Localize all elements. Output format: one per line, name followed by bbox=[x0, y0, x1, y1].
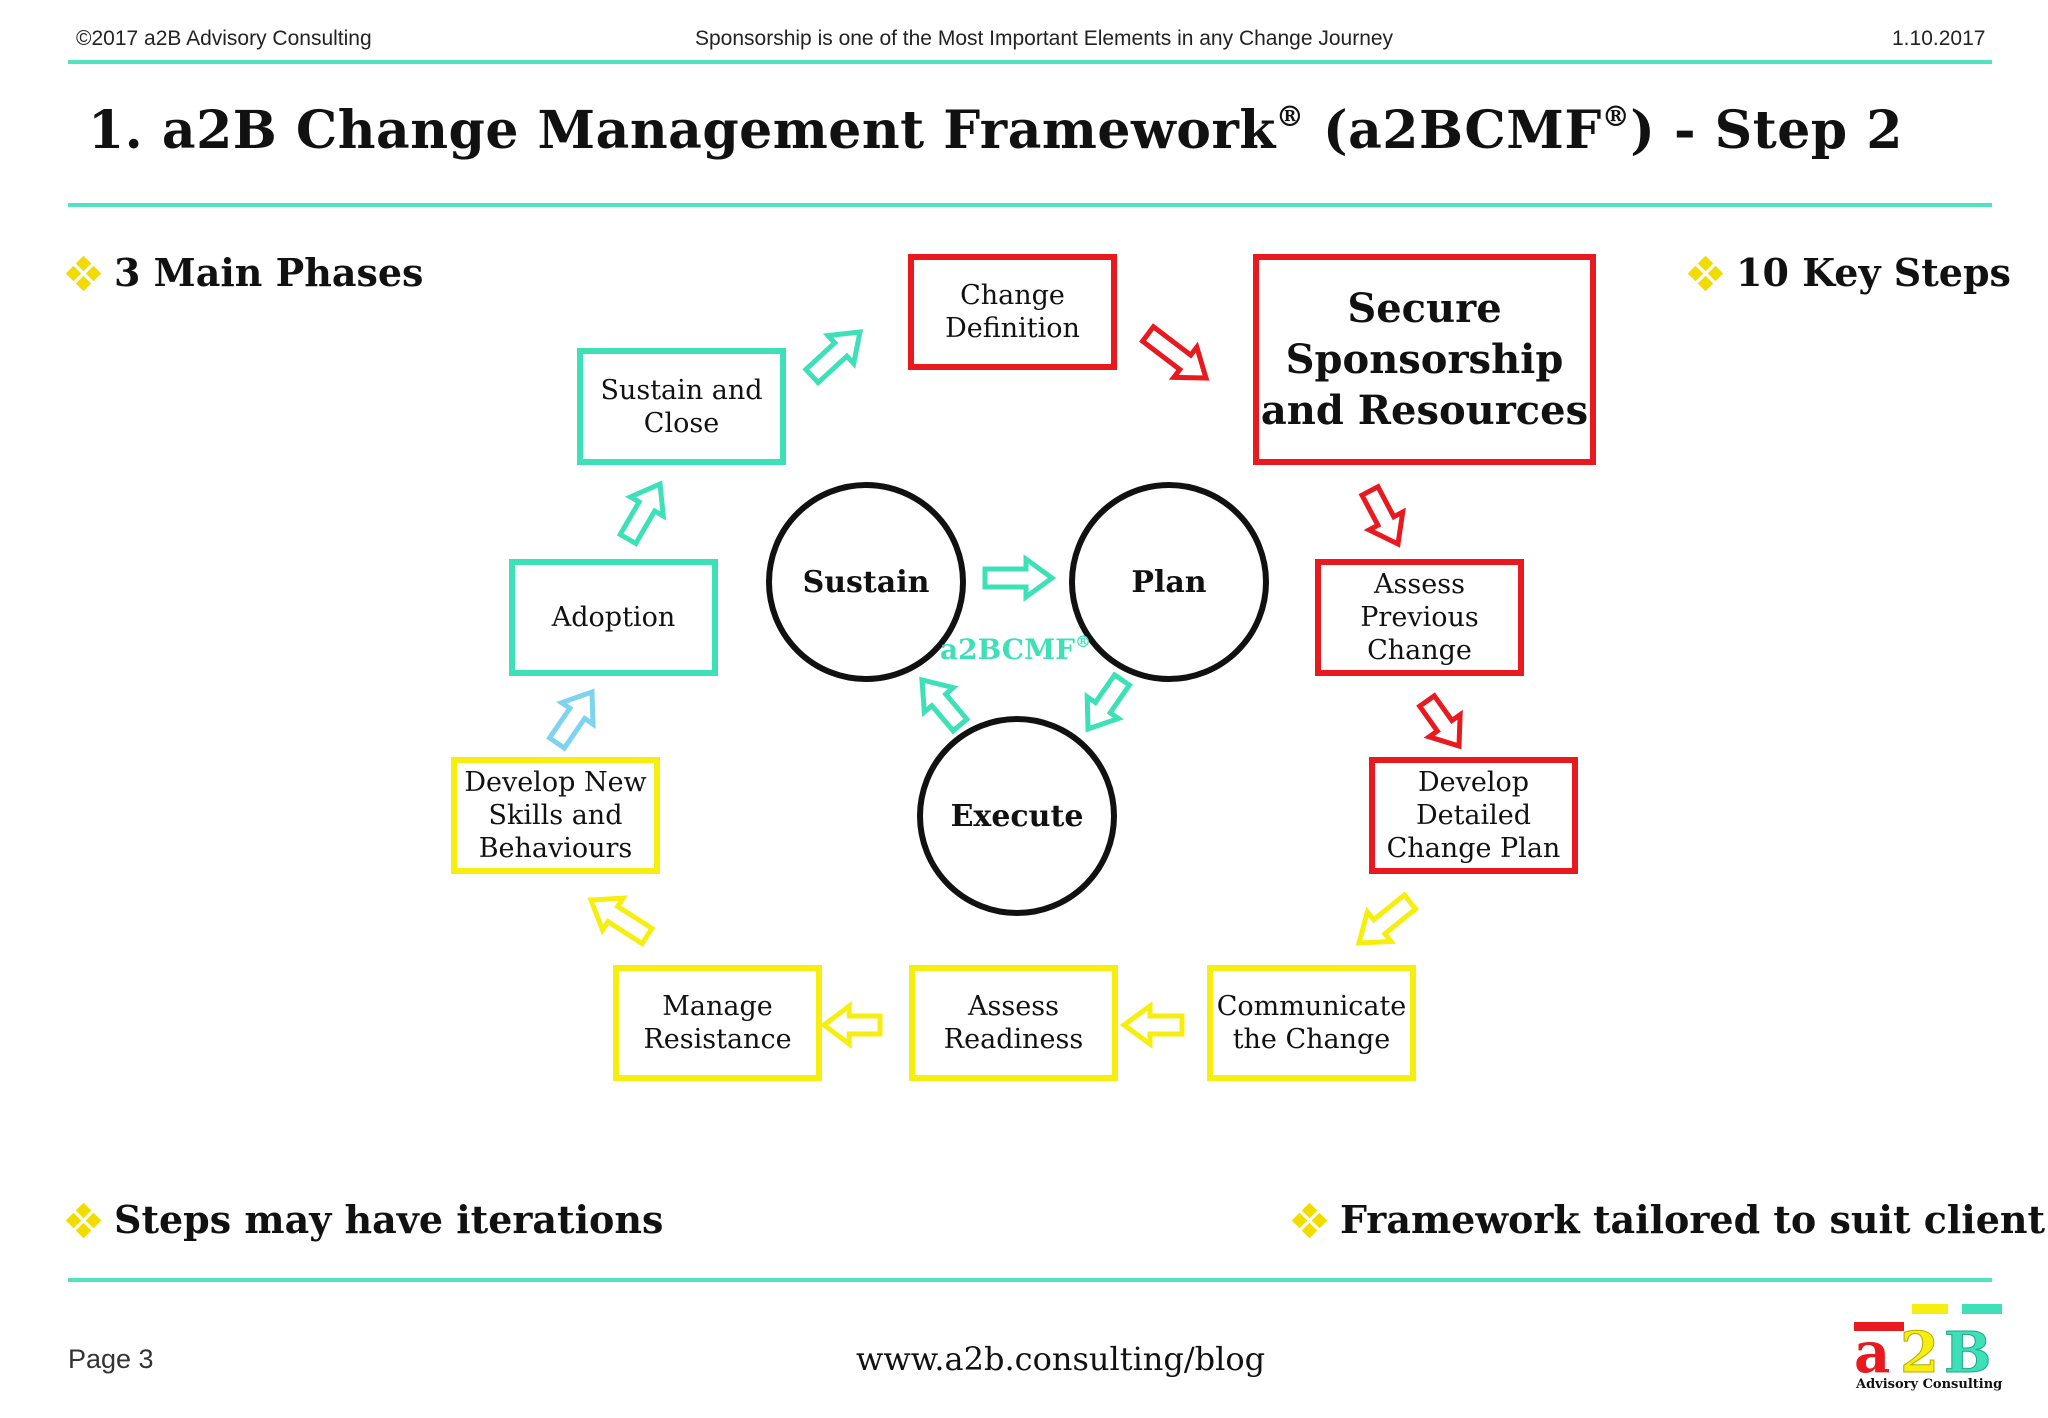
a2b-logo-icon: a 2 B Advisory Consulting bbox=[1854, 1304, 2002, 1392]
company-logo: a 2 B Advisory Consulting bbox=[1852, 1300, 2012, 1392]
title-main: 1. a2B Change Management Framework bbox=[88, 100, 1276, 161]
logo-subtitle: Advisory Consulting bbox=[1855, 1377, 2002, 1392]
svg-text:a: a bbox=[1854, 1320, 1890, 1386]
bullet-main-phases-text: 3 Main Phases bbox=[114, 250, 424, 295]
footer-divider bbox=[68, 1278, 1992, 1282]
svg-text:B: B bbox=[1944, 1320, 1991, 1386]
bullet-iterations: Steps may have iterations bbox=[65, 1197, 664, 1242]
title-acronym: (a2BCMF bbox=[1304, 100, 1602, 161]
title-step: ) - Step 2 bbox=[1630, 100, 1903, 161]
arrow-plan-to-execute bbox=[1084, 671, 1133, 733]
arrow-sustain-to-plan bbox=[982, 554, 1057, 602]
page-title: 1. a2B Change Management Framework® (a2B… bbox=[88, 100, 1903, 161]
step-adoption: Adoption bbox=[509, 559, 718, 676]
step-assess-readiness: Assess Readiness bbox=[909, 965, 1118, 1081]
arrow-adoption-to-close bbox=[616, 480, 667, 547]
arrow-definition-to-sponsorship bbox=[1139, 323, 1210, 381]
arrow-readiness-to-resistance bbox=[819, 1000, 883, 1050]
header-copyright: ©2017 a2B Advisory Consulting bbox=[76, 27, 372, 50]
step-manage-resistance: Manage Resistance bbox=[613, 965, 822, 1081]
footer-url: www.a2b.consulting/blog bbox=[856, 1340, 1266, 1378]
phase-execute: Execute bbox=[917, 716, 1117, 916]
framework-label: a2BCMF® bbox=[940, 632, 1091, 666]
arrow-develop-to-communicate bbox=[1355, 891, 1420, 946]
step-develop-detailed-plan: Develop Detailed Change Plan bbox=[1369, 757, 1578, 874]
framework-label-registered-mark: ® bbox=[1074, 632, 1091, 651]
header-date: 1.10.2017 bbox=[1892, 27, 1986, 50]
phase-sustain: Sustain bbox=[766, 482, 966, 682]
arrow-assess-to-develop bbox=[1416, 692, 1463, 750]
arrow-resistance-to-skills bbox=[587, 895, 656, 948]
bullet-iterations-text: Steps may have iterations bbox=[114, 1197, 664, 1242]
phase-plan: Plan bbox=[1069, 482, 1269, 682]
page-number: Page 3 bbox=[68, 1344, 154, 1374]
step-communicate-the-change: Communicate the Change bbox=[1207, 965, 1416, 1081]
header-divider bbox=[68, 60, 1992, 64]
bullet-main-phases: 3 Main Phases bbox=[65, 250, 424, 295]
step-develop-new-skills: Develop New Skills and Behaviours bbox=[451, 757, 660, 874]
arrow-skills-to-adoption bbox=[546, 688, 596, 752]
bullet-tailored-text: Framework tailored to suit client bbox=[1340, 1197, 2046, 1242]
svg-text:2: 2 bbox=[1900, 1320, 1939, 1386]
header-tagline: Sponsorship is one of the Most Important… bbox=[695, 27, 1394, 50]
title-registered-mark: ® bbox=[1275, 100, 1305, 133]
bullet-tailored: Framework tailored to suit client bbox=[1291, 1197, 2046, 1242]
bullet-key-steps: 10 Key Steps bbox=[1687, 250, 2011, 295]
step-assess-previous-change: Assess Previous Change bbox=[1315, 559, 1524, 676]
arrow-sustain-to-definition bbox=[802, 329, 864, 387]
step-sustain-and-close: Sustain and Close bbox=[577, 348, 786, 465]
title-divider bbox=[68, 203, 1992, 207]
step-secure-sponsorship: Secure Sponsorship and Resources bbox=[1253, 254, 1596, 465]
arrow-communicate-to-readiness bbox=[1119, 1001, 1185, 1049]
step-change-definition: Change Definition bbox=[908, 254, 1117, 370]
bullet-key-steps-text: 10 Key Steps bbox=[1736, 250, 2011, 295]
arrow-execute-to-sustain bbox=[919, 676, 971, 735]
arrow-sponsorship-to-assess bbox=[1358, 483, 1406, 548]
framework-label-text: a2BCMF bbox=[940, 633, 1075, 666]
title-acronym-registered-mark: ® bbox=[1601, 100, 1631, 133]
